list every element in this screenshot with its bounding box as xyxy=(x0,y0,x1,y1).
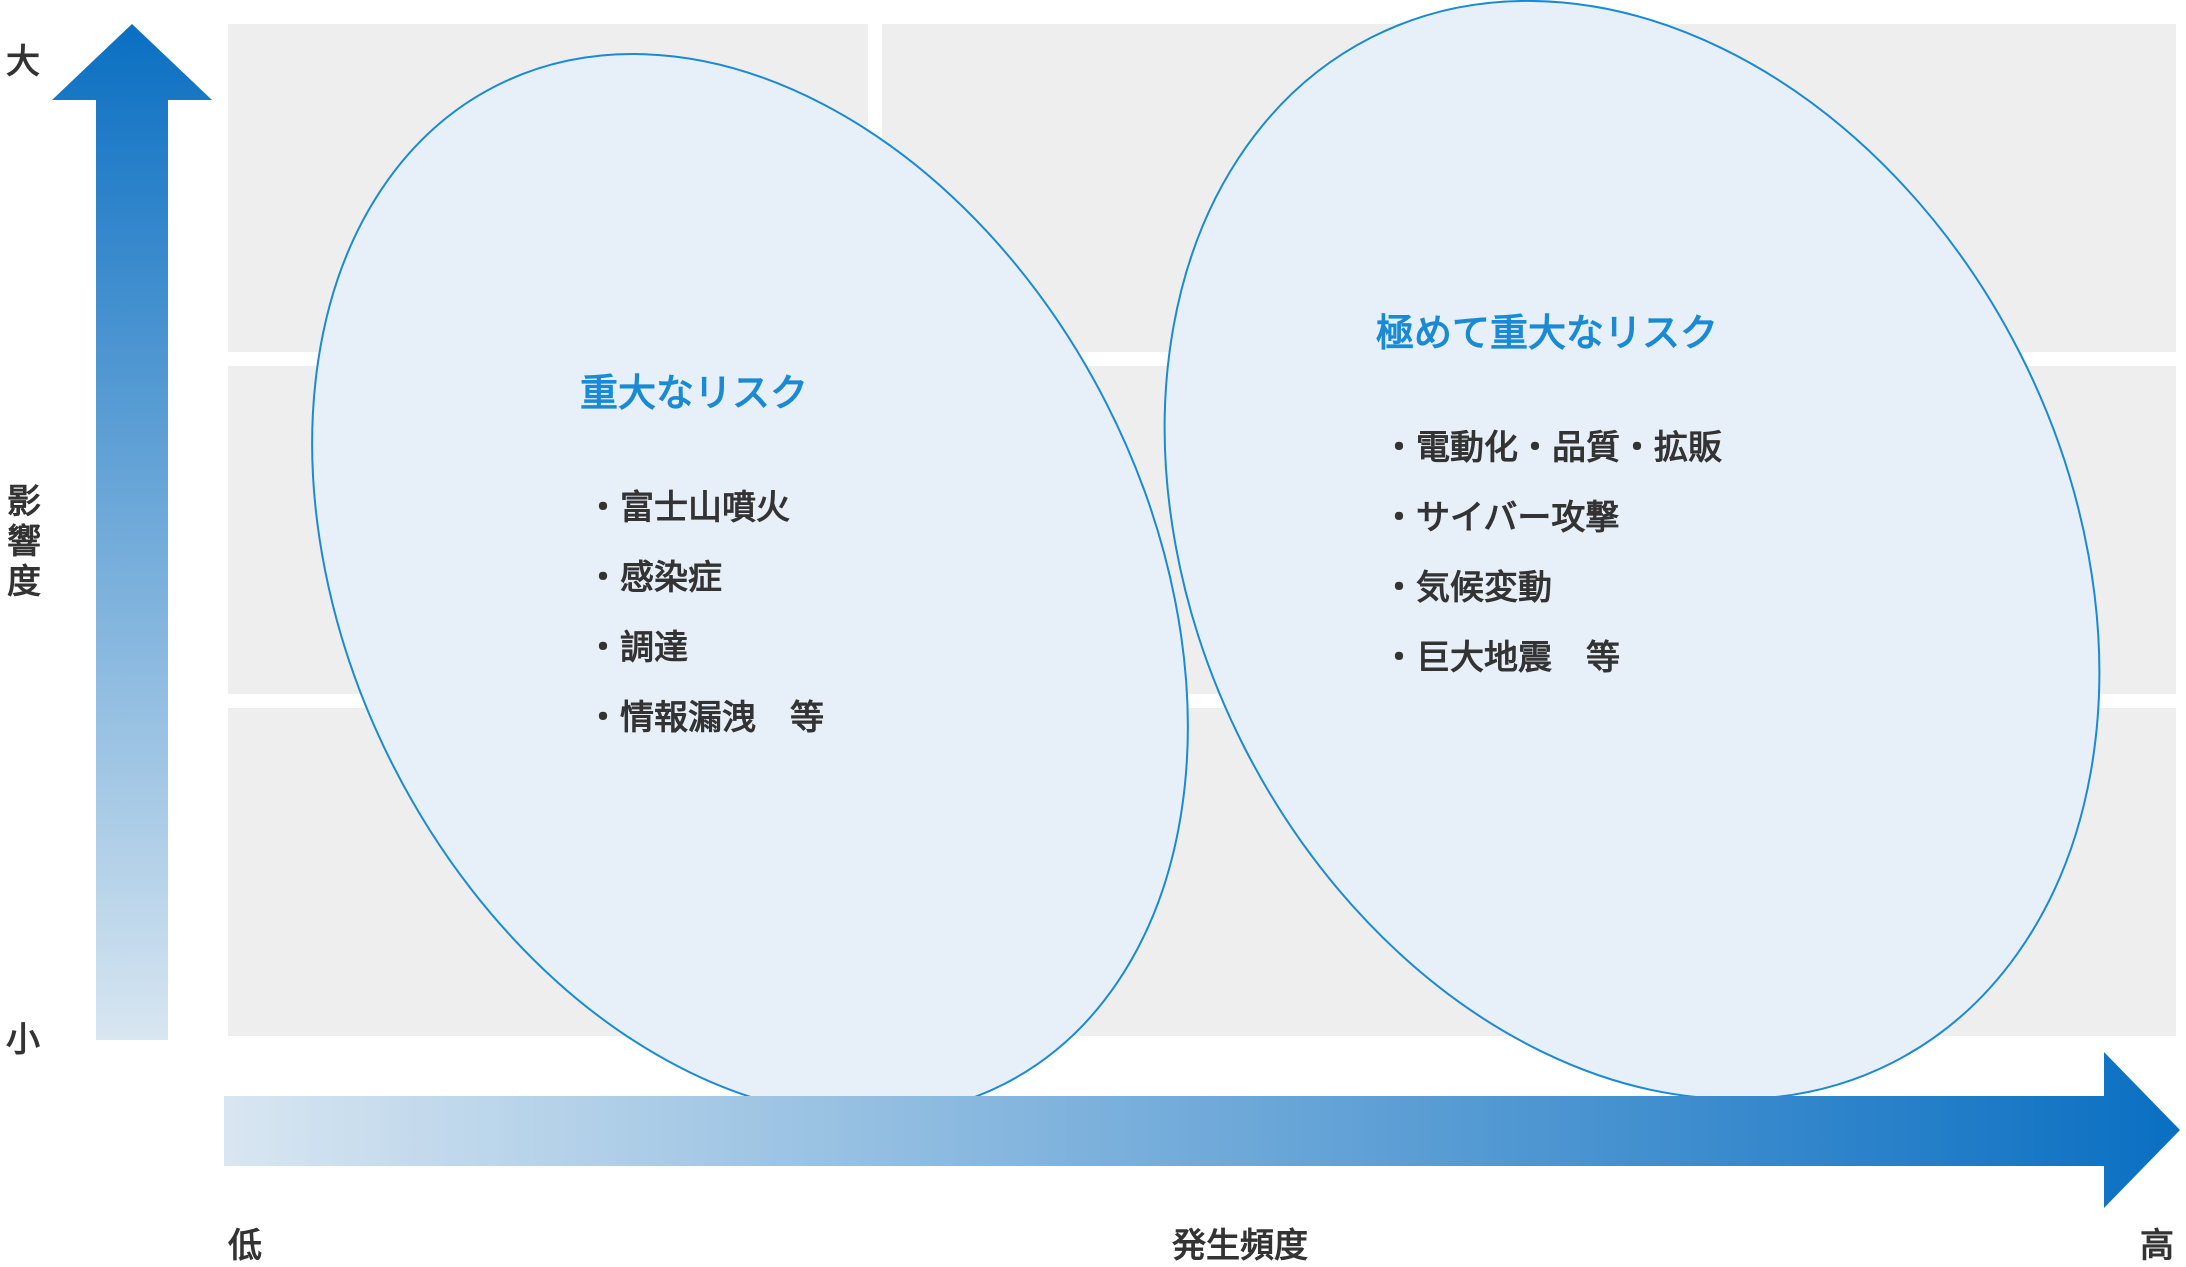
x-axis-low-label: 低 xyxy=(228,1226,262,1266)
extreme-risk-item: ・巨大地震 等 xyxy=(1382,638,1620,678)
y-axis-low-label: 小 xyxy=(6,1020,40,1060)
extreme-risk-item: ・サイバー攻撃 xyxy=(1382,498,1620,538)
extreme-risk-item: ・気候変動 xyxy=(1382,568,1552,608)
y-axis-title: 影響度 xyxy=(7,482,41,602)
x-axis-high-label: 高 xyxy=(2140,1226,2174,1266)
severe-risk-item: ・感染症 xyxy=(586,558,722,598)
severe-risk-ellipse xyxy=(311,53,1189,1117)
x-axis-title: 発生頻度 xyxy=(1172,1226,1308,1266)
y-axis-high-label: 大 xyxy=(6,42,40,82)
extreme-risk-ellipse xyxy=(1163,0,2101,1101)
extreme-risk-item: ・電動化・品質・拡販 xyxy=(1382,428,1722,468)
impact-axis-arrow xyxy=(52,24,212,1040)
severe-risk-item: ・調達 xyxy=(586,628,688,668)
severe-risk-title: 重大なリスク xyxy=(580,371,809,415)
frequency-axis-arrow xyxy=(224,1052,2180,1208)
extreme-risk-title: 極めて重大なリスク xyxy=(1376,311,1719,355)
severe-risk-item: ・富士山噴火 xyxy=(586,488,790,528)
severe-risk-item: ・情報漏洩 等 xyxy=(586,698,824,738)
